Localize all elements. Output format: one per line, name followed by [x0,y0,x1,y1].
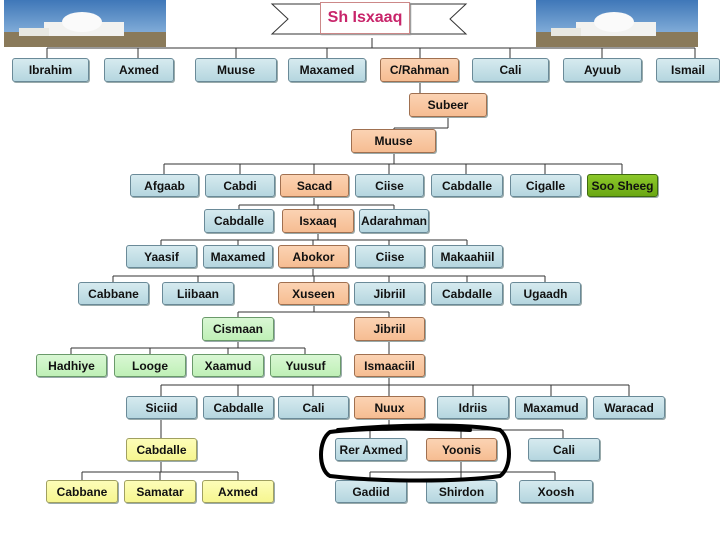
node-ciise[interactable]: Ciise [355,174,424,197]
node-adarahman[interactable]: Adarahman [359,209,429,233]
node-rer-axmed[interactable]: Rer Axmed [335,438,407,461]
node-hadhiye[interactable]: Hadhiye [36,354,107,377]
node-cabbane[interactable]: Cabbane [78,282,149,305]
node-makaahiil[interactable]: Makaahiil [432,245,503,268]
node-cabdalle-5[interactable]: Cabdalle [126,438,197,461]
node-ugaadh[interactable]: Ugaadh [510,282,581,305]
node-xuseen[interactable]: Xuseen [278,282,349,305]
node-cali[interactable]: Cali [472,58,549,82]
node-xaamud[interactable]: Xaamud [192,354,264,377]
node-abokor[interactable]: Abokor [278,245,349,268]
node-maxamud[interactable]: Maxamud [515,396,587,419]
node-ayuub[interactable]: Ayuub [563,58,642,82]
node-muuse-2[interactable]: Muuse [351,129,436,153]
node-cabdi[interactable]: Cabdi [205,174,275,197]
node-waracad[interactable]: Waracad [593,396,665,419]
node-cabdalle-3[interactable]: Cabdalle [431,282,503,305]
node-soo-sheeg[interactable]: Soo Sheeg [587,174,658,197]
title-ribbon [270,3,468,35]
node-ciise-2[interactable]: Ciise [355,245,425,268]
node-c-rahman[interactable]: C/Rahman [380,58,459,82]
node-axmed-2[interactable]: Axmed [202,480,274,503]
node-maxamed-2[interactable]: Maxamed [203,245,273,268]
node-cismaan[interactable]: Cismaan [202,317,274,341]
node-samatar[interactable]: Samatar [124,480,196,503]
node-gadiid[interactable]: Gadiid [335,480,407,503]
node-siciid[interactable]: Siciid [126,396,197,419]
node-axmed[interactable]: Axmed [104,58,174,82]
page-title: Sh Isxaaq [320,2,410,34]
tomb-photo-right [536,0,698,47]
node-cigalle[interactable]: Cigalle [510,174,581,197]
node-ismaaciil[interactable]: Ismaaciil [354,354,425,377]
node-yaasif[interactable]: Yaasif [126,245,197,268]
node-cabdalle-2[interactable]: Cabdalle [204,209,274,233]
node-cabdalle-4[interactable]: Cabdalle [203,396,274,419]
node-isxaaq[interactable]: Isxaaq [282,209,354,233]
node-cabbane-2[interactable]: Cabbane [46,480,118,503]
node-cabdalle[interactable]: Cabdalle [431,174,503,197]
node-yuusuf[interactable]: Yuusuf [270,354,341,377]
node-looge[interactable]: Looge [114,354,186,377]
node-sacad[interactable]: Sacad [280,174,349,197]
node-muuse[interactable]: Muuse [195,58,277,82]
node-jibriil-2[interactable]: Jibriil [354,317,425,341]
node-shirdon[interactable]: Shirdon [426,480,497,503]
node-maxamed[interactable]: Maxamed [288,58,366,82]
node-subeer[interactable]: Subeer [409,93,487,117]
node-idriis[interactable]: Idriis [437,396,509,419]
tomb-photo-left [4,0,166,47]
node-ibrahim[interactable]: Ibrahim [12,58,89,82]
node-afgaab[interactable]: Afgaab [130,174,199,197]
node-cali-3[interactable]: Cali [528,438,600,461]
node-xoosh[interactable]: Xoosh [519,480,593,503]
node-ismail[interactable]: Ismail [656,58,720,82]
node-jibriil[interactable]: Jibriil [354,282,425,305]
node-nuux[interactable]: Nuux [354,396,425,419]
node-cali-2[interactable]: Cali [278,396,349,419]
node-yoonis[interactable]: Yoonis [426,438,497,461]
node-liibaan[interactable]: Liibaan [162,282,234,305]
